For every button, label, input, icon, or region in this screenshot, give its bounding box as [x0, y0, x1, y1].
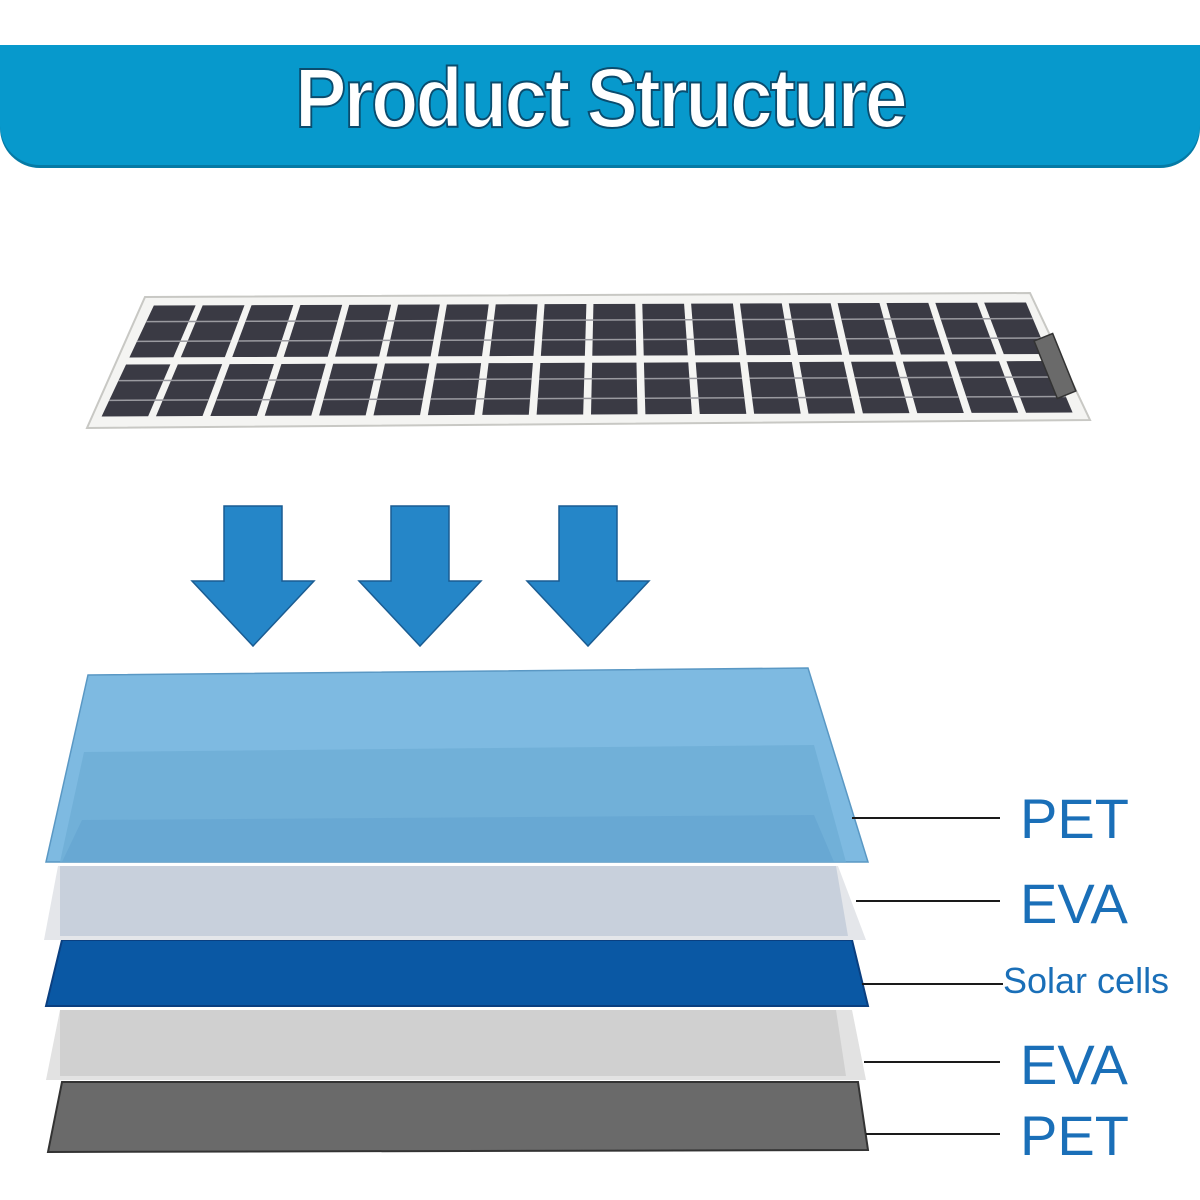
- solar-cell: [283, 304, 343, 357]
- solar-panel: [85, 291, 1092, 430]
- solar-cell: [427, 363, 482, 416]
- solar-cell: [210, 363, 274, 417]
- solar-cell: [129, 305, 196, 358]
- solar-cell: [954, 361, 1019, 413]
- arrow-down-icon: [525, 505, 651, 648]
- solar-cell: [180, 305, 245, 358]
- arrow-group: [190, 505, 651, 648]
- solar-cell: [788, 303, 843, 355]
- label-solar-cells: Solar cells: [1003, 960, 1170, 1001]
- solar-cell: [264, 363, 326, 416]
- label-eva-top: EVA: [1020, 872, 1128, 935]
- solar-cell: [747, 362, 801, 414]
- solar-cell: [935, 302, 997, 355]
- solar-cell: [319, 363, 378, 416]
- solar-cell: [902, 361, 964, 414]
- arrow-down-icon: [357, 505, 483, 648]
- layer-eva-bottom-inner: [60, 1010, 846, 1076]
- solar-cell: [373, 363, 430, 416]
- label-eva-bottom: EVA: [1020, 1033, 1128, 1096]
- solar-cell: [155, 364, 223, 417]
- label-pet-top: PET: [1020, 787, 1129, 850]
- solar-cell: [739, 303, 791, 356]
- solar-cell: [101, 364, 171, 417]
- solar-cell: [232, 305, 294, 358]
- label-pet-bottom: PET: [1020, 1104, 1129, 1167]
- solar-cell: [837, 303, 894, 355]
- layer-solar-cells: [44, 939, 870, 1007]
- solar-cell: [489, 304, 538, 357]
- solar-cell: [984, 302, 1048, 355]
- layer-pet-bottom: [46, 1081, 870, 1154]
- page-title: Product Structure: [294, 50, 909, 146]
- solar-cell: [540, 304, 587, 356]
- solar-cell: [643, 362, 692, 415]
- solar-cell: [851, 361, 910, 414]
- solar-cell: [886, 302, 945, 355]
- solar-cell: [591, 362, 638, 415]
- layer-pet-top-shade-2: [62, 815, 834, 862]
- solar-cell: [536, 362, 585, 415]
- layer-eva-top-inner: [60, 866, 848, 936]
- solar-cell: [691, 303, 740, 356]
- solar-cell: [592, 303, 637, 356]
- solar-cell: [386, 304, 440, 357]
- junction-box: [1033, 332, 1077, 400]
- title-banner: [0, 45, 1200, 165]
- solar-cell: [695, 362, 747, 415]
- solar-cell: [799, 361, 856, 414]
- solar-cell: [642, 303, 688, 356]
- solar-cell: [437, 304, 489, 357]
- arrow-down-icon: [190, 505, 316, 648]
- solar-cell: [482, 362, 533, 415]
- solar-cell: [335, 304, 392, 357]
